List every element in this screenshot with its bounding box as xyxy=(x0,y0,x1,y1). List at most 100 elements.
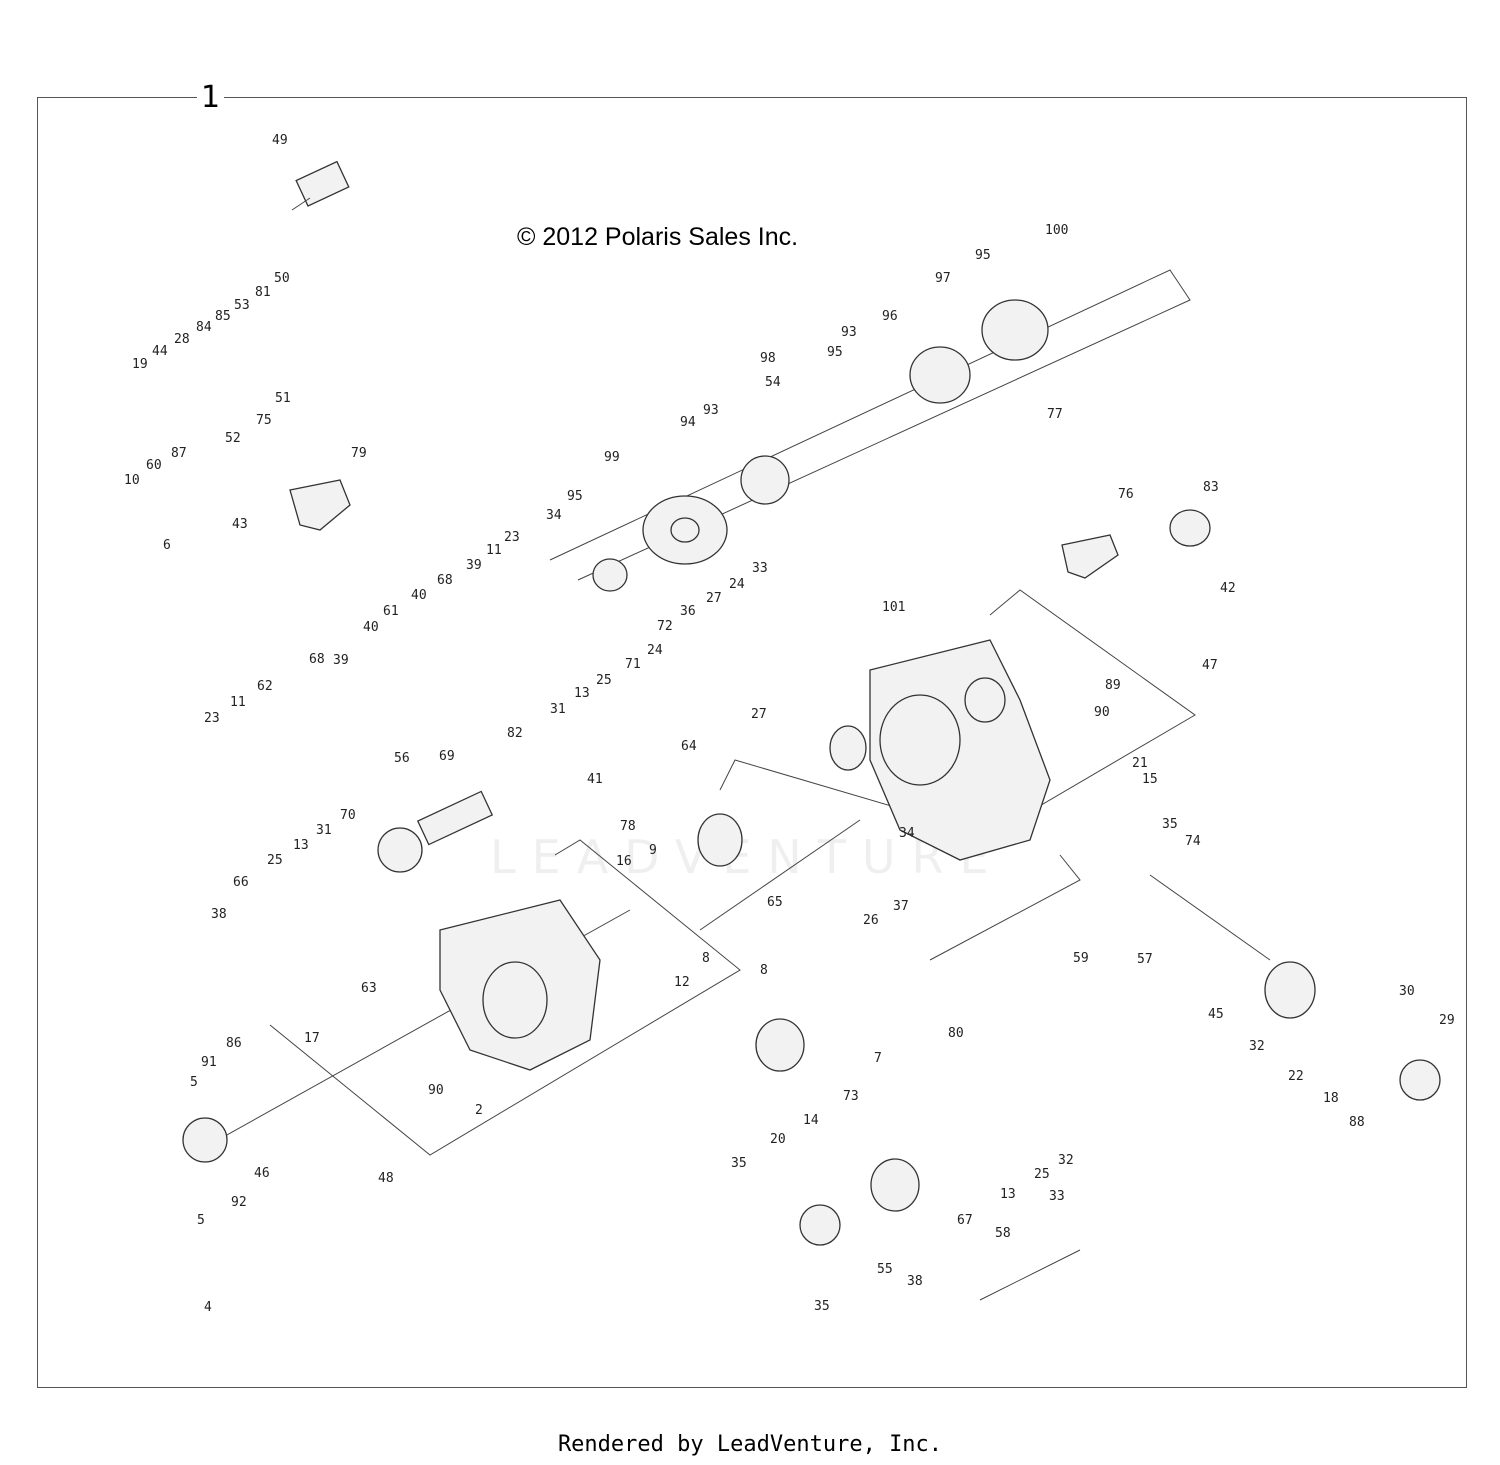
callout-label: 2 xyxy=(475,1103,483,1118)
callout-label: 86 xyxy=(226,1036,242,1051)
callout-label: 23 xyxy=(204,711,220,726)
callout-label: 97 xyxy=(935,271,951,286)
callout-label: 33 xyxy=(752,561,768,576)
callout-label: 92 xyxy=(231,1195,247,1210)
callout-label: 58 xyxy=(995,1226,1011,1241)
callout-label: 85 xyxy=(215,309,231,324)
callout-label: 83 xyxy=(1203,480,1219,495)
callout-label: 30 xyxy=(1399,984,1415,999)
callout-label: 60 xyxy=(146,458,162,473)
callout-label: 39 xyxy=(466,558,482,573)
callout-label: 17 xyxy=(304,1031,320,1046)
callout-label: 36 xyxy=(680,604,696,619)
callout-label: 34 xyxy=(899,826,915,841)
callout-label: 48 xyxy=(378,1171,394,1186)
callout-label: 29 xyxy=(1439,1013,1455,1028)
callout-label: 37 xyxy=(893,899,909,914)
callout-label: 73 xyxy=(843,1089,859,1104)
callout-label: 99 xyxy=(604,450,620,465)
callout-label: 32 xyxy=(1249,1039,1265,1054)
callout-label: 64 xyxy=(681,739,697,754)
callout-label: 84 xyxy=(196,320,212,335)
callout-label: 8 xyxy=(760,963,768,978)
callout-label: 81 xyxy=(255,285,271,300)
callout-label: 13 xyxy=(574,686,590,701)
output-shaft-line xyxy=(699,819,861,931)
callout-label: 89 xyxy=(1105,678,1121,693)
callout-label: 95 xyxy=(975,248,991,263)
callout-label: 4 xyxy=(204,1300,212,1315)
callout-label: 12 xyxy=(674,975,690,990)
callout-label: 71 xyxy=(625,657,641,672)
callout-label: 11 xyxy=(230,695,246,710)
callout-label: 40 xyxy=(411,588,427,603)
group-outline-47 xyxy=(719,589,1196,836)
part-gear-99 xyxy=(642,495,728,565)
callout-label: 95 xyxy=(567,489,583,504)
callout-label: 35 xyxy=(731,1156,747,1171)
callout-label: 95 xyxy=(827,345,843,360)
callout-label: 52 xyxy=(225,431,241,446)
part-bracket-76 xyxy=(1061,534,1119,579)
callout-label: 5 xyxy=(197,1213,205,1228)
callout-label: 8 xyxy=(702,951,710,966)
callout-label: 65 xyxy=(767,895,783,910)
callout-label: 10 xyxy=(124,473,140,488)
callout-label: 11 xyxy=(486,543,502,558)
callout-label: 69 xyxy=(439,749,455,764)
callout-label: 38 xyxy=(907,1274,923,1289)
callout-label: 63 xyxy=(361,981,377,996)
group-outline-48 xyxy=(269,839,741,1156)
part-cover-46 xyxy=(182,1117,228,1163)
callout-label: 39 xyxy=(333,653,349,668)
callout-label: 77 xyxy=(1047,407,1063,422)
callout-label: 32 xyxy=(1058,1153,1074,1168)
callout-label: 100 xyxy=(1045,223,1068,238)
callout-label: 42 xyxy=(1220,581,1236,596)
figure-number: 1 xyxy=(197,80,225,115)
callout-label: 13 xyxy=(1000,1187,1016,1202)
callout-label: 34 xyxy=(546,508,562,523)
callout-label: 90 xyxy=(1094,705,1110,720)
callout-label: 35 xyxy=(1162,817,1178,832)
callout-label: 25 xyxy=(1034,1167,1050,1182)
callout-label: 96 xyxy=(882,309,898,324)
callout-label: 93 xyxy=(841,325,857,340)
callout-label: 51 xyxy=(275,391,291,406)
part-housing-rear xyxy=(869,639,1051,861)
callout-label: 62 xyxy=(257,679,273,694)
callout-label: 75 xyxy=(256,413,272,428)
group-outline-77 xyxy=(549,269,1191,581)
callout-label: 79 xyxy=(351,446,367,461)
callout-label: 5 xyxy=(190,1075,198,1090)
part-gear-70 xyxy=(377,827,423,873)
callout-label: 47 xyxy=(1202,658,1218,673)
callout-label: 56 xyxy=(394,751,410,766)
callout-label: 25 xyxy=(267,853,283,868)
callout-label: 90 xyxy=(428,1083,444,1098)
callout-label: 82 xyxy=(507,726,523,741)
callout-label: 24 xyxy=(647,643,663,658)
part-shift-drum xyxy=(291,160,350,211)
callout-label: 45 xyxy=(1208,1007,1224,1022)
part-gear-96 xyxy=(909,346,971,404)
callout-label: 7 xyxy=(874,1051,882,1066)
callout-label: 27 xyxy=(751,707,767,722)
callout-label: 44 xyxy=(152,344,168,359)
callout-label: 53 xyxy=(234,298,250,313)
callout-label: 74 xyxy=(1185,834,1201,849)
copyright-notice: © 2012 Polaris Sales Inc. xyxy=(517,223,799,251)
callout-label: 21 xyxy=(1132,756,1148,771)
part-seal-65 xyxy=(697,813,743,867)
callout-label: 59 xyxy=(1073,951,1089,966)
part-actuator-83 xyxy=(1169,509,1211,547)
callout-label: 78 xyxy=(620,819,636,834)
part-bearing-34 xyxy=(592,558,867,771)
callout-label: 76 xyxy=(1118,487,1134,502)
callout-label: 67 xyxy=(957,1213,973,1228)
callout-label: 80 xyxy=(948,1026,964,1041)
callout-label: 27 xyxy=(706,591,722,606)
callout-label: 40 xyxy=(363,620,379,635)
callout-label: 25 xyxy=(596,673,612,688)
callout-label: 94 xyxy=(680,415,696,430)
